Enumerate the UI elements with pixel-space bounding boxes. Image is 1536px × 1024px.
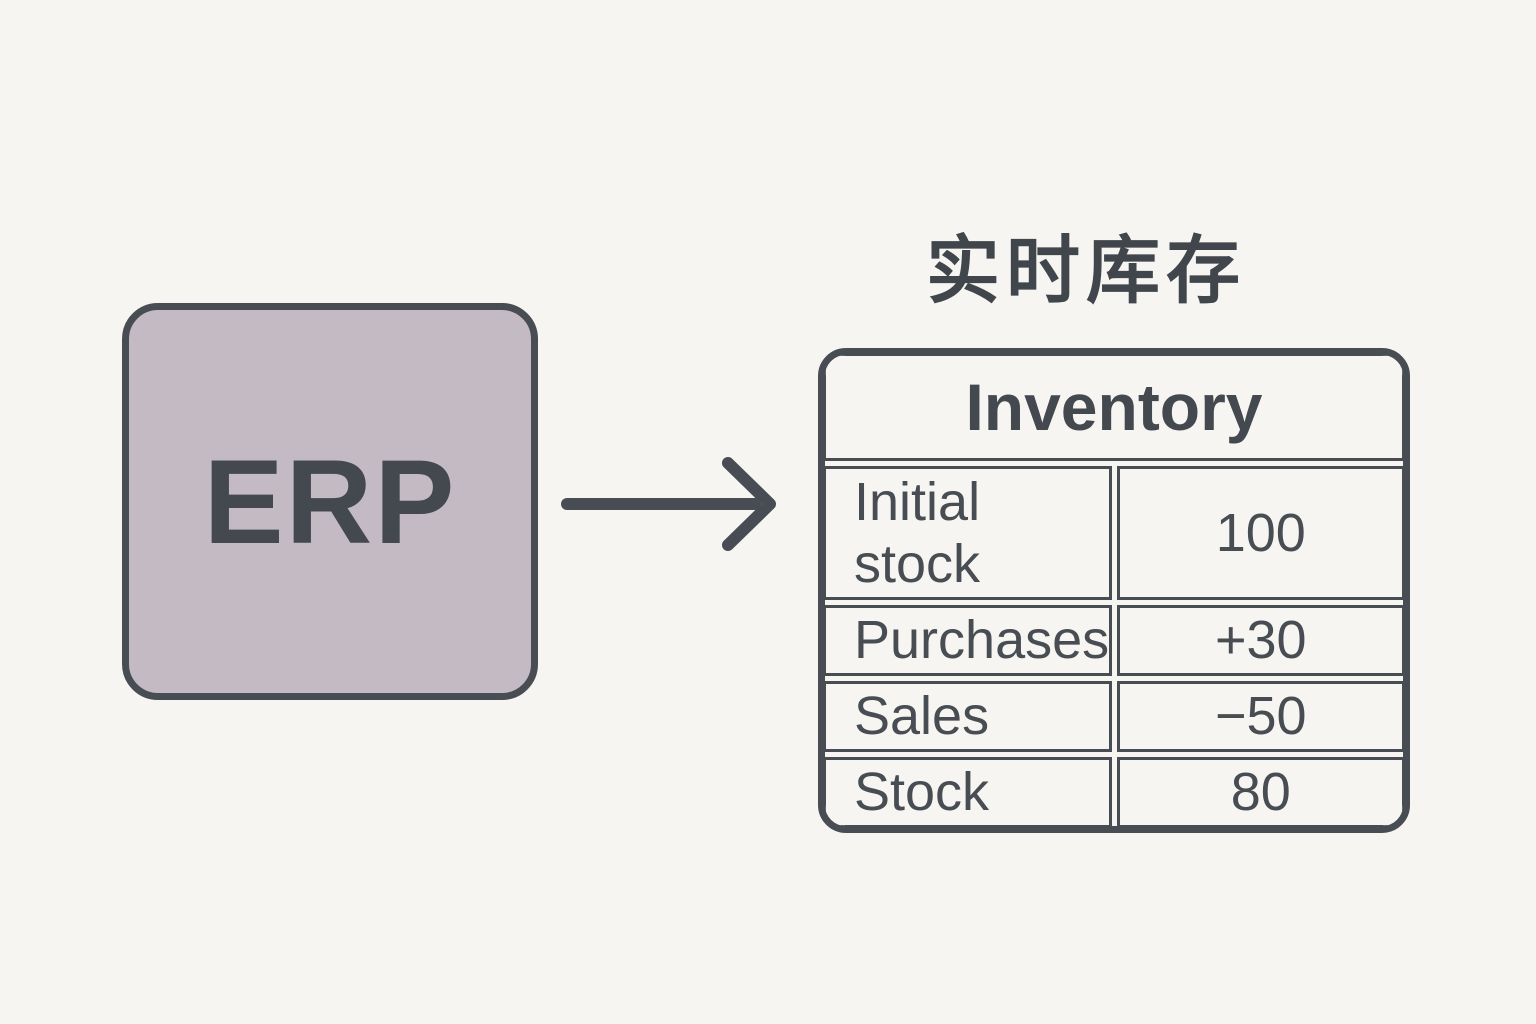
row-value: +30 — [1116, 604, 1403, 676]
erp-label: ERP — [203, 434, 457, 569]
row-value: −50 — [1116, 680, 1403, 752]
row-value: 80 — [1116, 756, 1403, 826]
row-label: Purchases — [825, 604, 1112, 676]
table-header-row: Inventory — [825, 355, 1403, 461]
table-row: Initial stock 100 — [825, 466, 1403, 600]
table-row: Purchases +30 — [825, 604, 1403, 676]
row-label: Initial stock — [825, 466, 1112, 600]
row-value: 100 — [1116, 466, 1403, 600]
row-label: Sales — [825, 680, 1112, 752]
row-label: Stock — [825, 756, 1112, 826]
erp-node: ERP — [122, 303, 538, 700]
inventory-table: Inventory Initial stock 100 Purchases +3… — [818, 348, 1410, 833]
arrow-right-icon — [561, 457, 776, 551]
realtime-inventory-title: 实时库存 — [926, 229, 1246, 312]
table-row: Sales −50 — [825, 680, 1403, 752]
table-header: Inventory — [825, 355, 1403, 461]
inventory-table-grid: Inventory Initial stock 100 Purchases +3… — [825, 355, 1403, 826]
table-row: Stock 80 — [825, 756, 1403, 826]
